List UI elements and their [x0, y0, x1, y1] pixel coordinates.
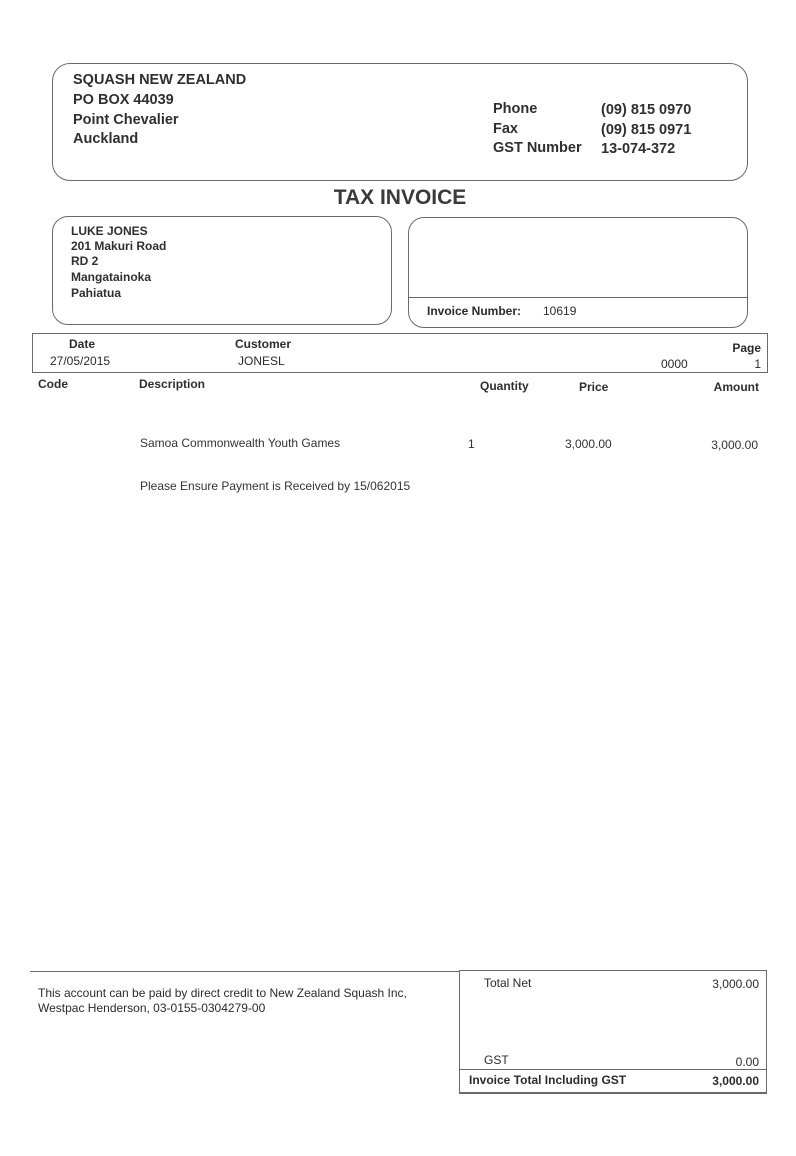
column-header-amount: Amount — [713, 380, 759, 394]
gst-number-value: 13-074-372 — [601, 141, 676, 157]
footer-divider — [30, 971, 460, 972]
total-net-label: Total Net — [484, 976, 532, 990]
phone-value: (09) 815 0970 — [601, 102, 692, 118]
line-item-price: 3,000.00 — [565, 437, 612, 451]
column-header-description: Description — [139, 377, 206, 391]
customer-address-line: Pahiatua — [71, 286, 122, 300]
invoice-meta-row: Date 27/05/2015 Customer JONESL 0000 Pag… — [32, 333, 768, 373]
invoice-number-box: Invoice Number: 10619 — [408, 217, 748, 328]
date-value: 27/05/2015 — [50, 354, 111, 368]
line-item-description: Samoa Commonwealth Youth Games — [140, 436, 341, 450]
divider — [409, 297, 747, 298]
company-address-line: PO BOX 44039 — [73, 92, 174, 108]
customer-address-line: Mangatainoka — [71, 270, 152, 284]
phone-label: Phone — [493, 101, 538, 117]
sender-header: SQUASH NEW ZEALAND PO BOX 44039 Point Ch… — [52, 63, 748, 181]
document-title: TAX INVOICE — [333, 186, 467, 209]
divider — [460, 1069, 766, 1070]
company-name: SQUASH NEW ZEALAND — [73, 72, 247, 88]
customer-address-box: LUKE JONES 201 Makuri Road RD 2 Mangatai… — [52, 216, 392, 325]
invoice-number-value: 10619 — [543, 304, 577, 318]
totals-box: Total Net 3,000.00 GST 0.00 Invoice Tota… — [459, 970, 767, 1094]
gst-label: GST — [484, 1053, 509, 1067]
customer-code-value: JONESL — [238, 354, 285, 368]
bank-payment-note: This account can be paid by direct credi… — [38, 986, 407, 1015]
invoice-total-label: Invoice Total Including GST — [469, 1073, 627, 1087]
gst-value: 0.00 — [735, 1055, 759, 1069]
column-header-quantity: Quantity — [480, 379, 529, 393]
line-item-amount: 3,000.00 — [711, 438, 758, 452]
invoice-number-label: Invoice Number: — [427, 304, 522, 318]
company-address-line: Auckland — [73, 131, 139, 147]
fax-value: (09) 815 0971 — [601, 122, 692, 138]
payment-due-note: Please Ensure Payment is Received by 15/… — [140, 479, 411, 493]
customer-address-line: 201 Makuri Road — [71, 239, 167, 253]
date-label: Date — [69, 337, 96, 351]
invoice-total-value: 3,000.00 — [712, 1074, 759, 1088]
total-net-value: 3,000.00 — [712, 977, 759, 991]
customer-code-label: Customer — [235, 337, 292, 351]
company-address-line: Point Chevalier — [73, 112, 179, 128]
line-item-quantity: 1 — [468, 437, 475, 451]
column-header-code: Code — [38, 377, 68, 391]
fax-label: Fax — [493, 121, 518, 137]
page-number: 1 — [754, 357, 761, 371]
customer-address-line: RD 2 — [71, 254, 99, 268]
gst-number-label: GST Number — [493, 140, 582, 156]
meta-code-value: 0000 — [661, 357, 688, 371]
customer-name: LUKE JONES — [71, 224, 148, 238]
page-label: Page — [732, 341, 761, 355]
column-header-price: Price — [579, 380, 609, 394]
